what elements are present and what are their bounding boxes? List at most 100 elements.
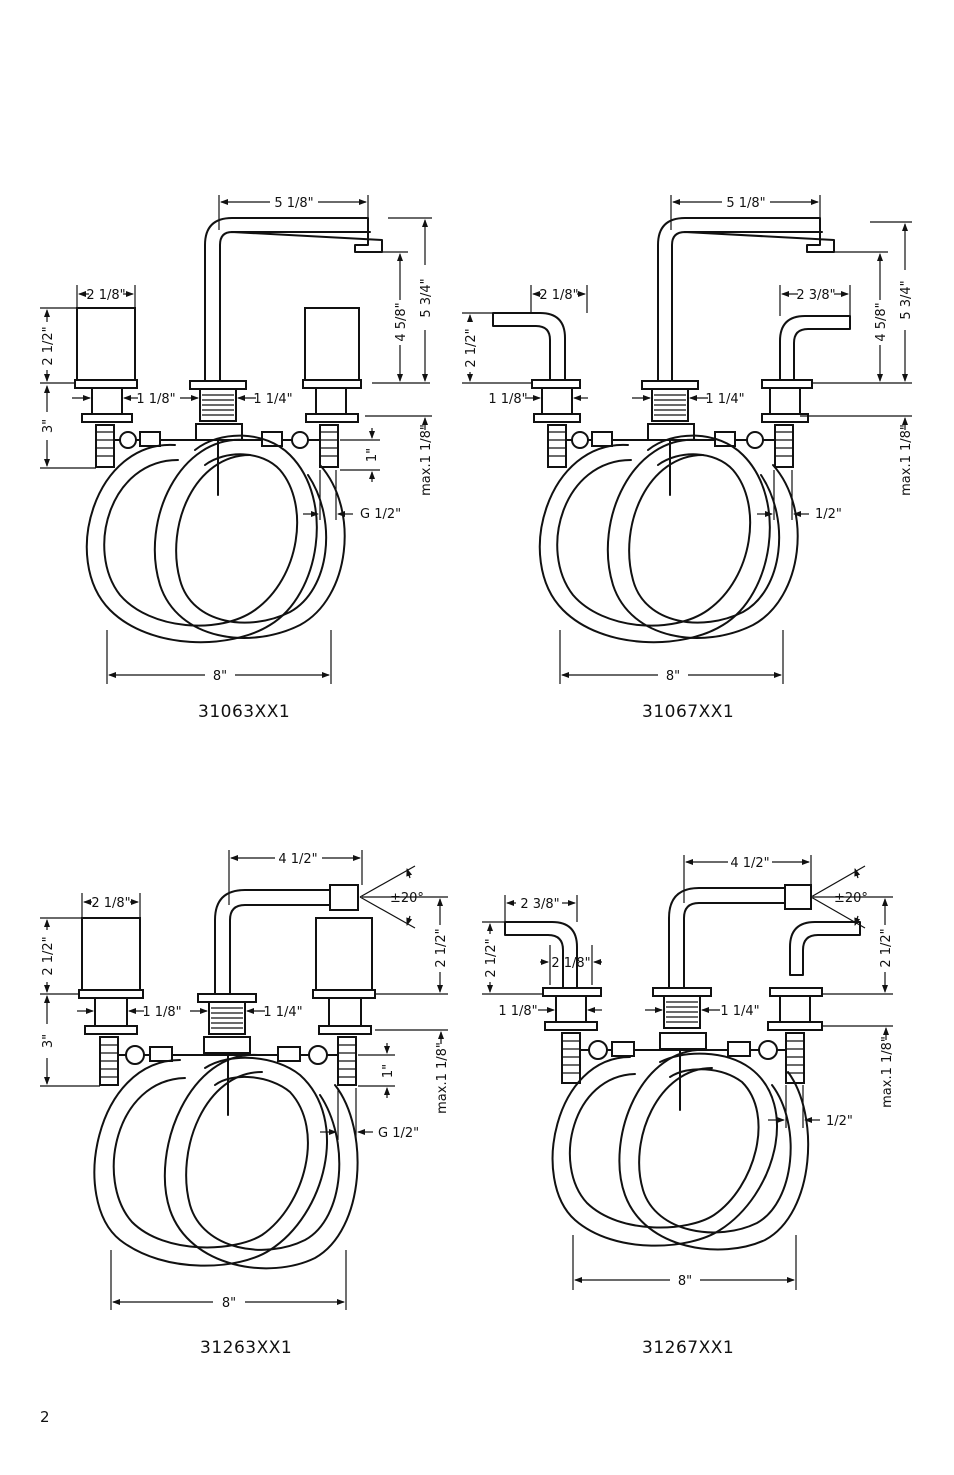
svg-text:5 3/4": 5 3/4"	[899, 280, 914, 319]
dim-handle-width: 2 1/8"	[76, 285, 136, 308]
dim-handle-height: 2 1/2"	[462, 312, 532, 384]
svg-text:max.1 1/8": max.1 1/8"	[419, 424, 434, 496]
svg-text:±20°: ±20°	[390, 891, 424, 906]
dim-max-deck: max.1 1/8"	[800, 415, 914, 496]
svg-text:G 1/2": G 1/2"	[378, 1126, 419, 1141]
dim-handle-width-right: 2 3/8"	[779, 285, 851, 316]
spout-shank	[663, 995, 701, 1029]
svg-text:2 1/2": 2 1/2"	[434, 928, 449, 967]
dim-thread: 1/2"	[757, 470, 842, 522]
dim-shank-spout: 1 1/4"	[632, 392, 745, 407]
dim-shank-handle: 1 1/8"	[77, 1005, 182, 1020]
dim-spout-height: 2 1/2"	[362, 896, 449, 995]
dim-shank-spout: 1 1/4"	[180, 392, 293, 407]
svg-text:5 1/8": 5 1/8"	[726, 196, 765, 211]
dim-spout-reach: 4 1/2"	[228, 850, 363, 905]
svg-text:G 1/2": G 1/2"	[360, 507, 401, 522]
svg-text:max.1 1/8": max.1 1/8"	[880, 1036, 895, 1108]
dim-max-deck: max.1 1/8"	[375, 1029, 450, 1114]
dim-thread: 1/2"	[768, 1085, 853, 1129]
svg-text:1 1/4": 1 1/4"	[263, 1005, 302, 1020]
svg-text:2 1/2": 2 1/2"	[464, 328, 479, 367]
dim-shank-length: 3"	[40, 385, 96, 469]
dim-shank-spout: 1 1/4"	[645, 1004, 760, 1019]
dim-handle-width: 2 1/8"	[540, 945, 602, 985]
dim-spread: 8"	[110, 1250, 347, 1311]
svg-text:3": 3"	[41, 419, 56, 433]
dim-spout-height: 4 5/8"	[812, 251, 912, 384]
svg-text:4 5/8": 4 5/8"	[874, 302, 889, 341]
dim-handle-height: 2 1/2"	[40, 307, 77, 384]
dim-handle-width: 2 1/8"	[81, 893, 141, 918]
spout-shank	[199, 388, 237, 422]
dim-spread: 8"	[572, 1235, 797, 1290]
svg-text:1 1/4": 1 1/4"	[705, 392, 744, 407]
svg-text:3": 3"	[41, 1034, 56, 1048]
svg-text:5 3/4": 5 3/4"	[419, 278, 434, 317]
dim-handle-width: 2 1/8"	[530, 285, 588, 313]
svg-text:4 1/2": 4 1/2"	[278, 852, 317, 867]
svg-text:4 1/2": 4 1/2"	[730, 856, 769, 871]
model-caption-3: 31263XX1	[200, 1338, 293, 1358]
dim-angle: ±20°	[359, 865, 424, 929]
dim-connector: 1"	[340, 428, 380, 482]
svg-text:1/2": 1/2"	[826, 1114, 853, 1129]
dim-shank-handle: 1 1/8"	[498, 1004, 602, 1019]
dim-handle-height: 2 1/2"	[40, 917, 82, 995]
svg-text:2 1/8": 2 1/8"	[86, 288, 125, 303]
spout-shank	[651, 388, 689, 422]
dim-spout-height: 2 1/2"	[813, 896, 894, 995]
left-handle	[76, 307, 136, 381]
spout-tip	[329, 884, 359, 911]
svg-text:8": 8"	[222, 1296, 236, 1311]
svg-text:2 1/2": 2 1/2"	[41, 936, 56, 975]
dim-spread: 8"	[106, 630, 332, 684]
dim-shank-spout: 1 1/4"	[190, 1005, 303, 1020]
model-caption-1: 31063XX1	[198, 702, 291, 722]
spout-tip	[784, 884, 812, 910]
svg-text:2 3/8": 2 3/8"	[520, 897, 559, 912]
dim-connector: 1"	[358, 1043, 396, 1098]
dim-angle: ±20°	[810, 865, 868, 929]
page-number: 2	[40, 1408, 50, 1426]
dim-total-height: 5 3/4"	[388, 217, 434, 382]
dim-shank-handle: 1 1/8"	[488, 392, 588, 407]
dim-handle-height: 2 1/2"	[482, 921, 543, 995]
diagram-31263XX1: 4 1/2" ±20° 2 1/8" 2 1/2" 3"	[40, 850, 450, 1311]
svg-text:1": 1"	[365, 448, 380, 462]
svg-text:1 1/4": 1 1/4"	[720, 1004, 759, 1019]
dim-spout-reach: 4 1/2"	[683, 855, 812, 903]
dim-shank-length: 3"	[40, 995, 100, 1087]
dim-thread: G 1/2"	[320, 1088, 419, 1141]
right-handle	[315, 917, 373, 991]
svg-text:1 1/8": 1 1/8"	[142, 1005, 181, 1020]
dim-spread: 8"	[559, 630, 784, 684]
svg-text:2 1/8": 2 1/8"	[539, 288, 578, 303]
svg-text:8": 8"	[678, 1274, 692, 1289]
svg-text:5 1/8": 5 1/8"	[274, 196, 313, 211]
diagram-31067XX1: 5 1/8" 2 1/8" 2 3/8" 2 1/2" 1 1/8"	[462, 195, 914, 684]
svg-text:1 1/8": 1 1/8"	[488, 392, 527, 407]
left-lever	[492, 312, 566, 381]
svg-text:2 1/2": 2 1/2"	[879, 928, 894, 967]
dim-handle-width-left: 2 3/8"	[504, 895, 578, 922]
dim-shank-handle: 1 1/8"	[72, 392, 176, 407]
svg-text:4 5/8": 4 5/8"	[394, 302, 409, 341]
svg-text:8": 8"	[213, 669, 227, 684]
svg-text:1 1/8": 1 1/8"	[498, 1004, 537, 1019]
svg-text:max.1 1/8": max.1 1/8"	[899, 424, 914, 496]
spout-shank	[208, 1001, 246, 1035]
right-handle	[304, 307, 360, 381]
diagram-31063XX1: 5 1/8" 2 1/8" 2 1/2" 3" 1 1/8"	[40, 195, 434, 684]
svg-text:2 1/2": 2 1/2"	[41, 326, 56, 365]
model-caption-2: 31067XX1	[642, 702, 735, 722]
svg-text:1 1/4": 1 1/4"	[253, 392, 292, 407]
dim-max-deck: max.1 1/8"	[365, 415, 434, 496]
svg-text:max.1 1/8": max.1 1/8"	[435, 1042, 450, 1114]
dim-max-deck: max.1 1/8"	[822, 1025, 895, 1108]
svg-text:±20°: ±20°	[834, 891, 868, 906]
diagram-31267XX1: 4 1/2" ±20° 2 3/8" 2 1/8"	[482, 855, 895, 1290]
dim-thread: G 1/2"	[303, 470, 401, 522]
